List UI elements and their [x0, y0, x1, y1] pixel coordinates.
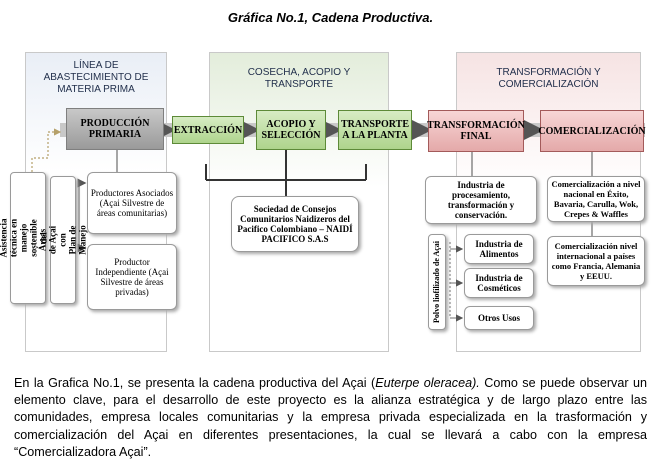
- otros-usos-box: Otros Usos: [464, 306, 534, 330]
- polvo-liofilizado-box: Polvo liofilizado de Açai: [428, 234, 446, 330]
- comercializacion-box: COMERCIALIZACIÓN: [538, 110, 646, 152]
- transformacion-final-box: TRANSFORMACIÓN FINAL: [427, 110, 525, 152]
- comercializacion-internacional-box: Comercialización nivel internacional a p…: [547, 236, 645, 286]
- productor-independiente-box: Productor Independiente (Açai Silvestre …: [87, 244, 177, 310]
- paragraph-part2: Como se puede observar un elemento clave…: [14, 376, 647, 459]
- industria-procesamiento-box: Industria de procesamiento, transformaci…: [425, 176, 537, 224]
- transporte-box: TRANSPORTE A LA PLANTA: [338, 110, 412, 150]
- productores-asociados-box: Productores Asociados (Açai Silvestre de…: [87, 172, 177, 234]
- polvo-liofilizado-label: Polvo liofilizado de Açai: [432, 241, 441, 323]
- areas-plan-manejo-label: Áreas de Açai con Plan de Manejo: [38, 225, 89, 255]
- figure-title: Gráfica No.1, Cadena Productiva.: [227, 10, 434, 25]
- industria-cosmeticos-box: Industria de Cosméticos: [464, 268, 534, 298]
- comercializacion-nacional-box: Comercialización a nivel nacional en Éxi…: [547, 176, 645, 222]
- panel-transformacion-label: TRANSFORMACIÓN Y COMERCIALIZACIÓN: [496, 67, 601, 90]
- sociedad-consejos-box: Sociedad de Consejos Comunitarios Naidiz…: [231, 196, 359, 252]
- areas-plan-manejo-box: Áreas de Açai con Plan de Manejo: [38, 176, 88, 304]
- description-paragraph: En la Grafica No.1, se presenta la caden…: [14, 375, 647, 461]
- produccion-primaria-box: PRODUCCIÓN PRIMARIA: [66, 108, 164, 150]
- panel-abastecimiento-label: LÍNEA DE ABASTECIMIENTO DE MATERIA PRIMA: [43, 60, 149, 95]
- acopio-box: ACOPIO Y SELECCIÓN: [256, 110, 326, 150]
- paragraph-part1: En la Grafica No.1, se presenta la caden…: [14, 376, 376, 390]
- industria-alimentos-box: Industria de Alimentos: [464, 234, 534, 264]
- extraccion-box: EXTRACCIÓN: [172, 116, 244, 144]
- panel-cosecha-label: COSECHA, ACOPIO Y TRANSPORTE: [247, 67, 351, 90]
- asistencia-tecnica-box: Asistencia técnica en manejo sostenible …: [0, 172, 58, 304]
- paragraph-species: Euterpe oleracea).: [375, 376, 480, 390]
